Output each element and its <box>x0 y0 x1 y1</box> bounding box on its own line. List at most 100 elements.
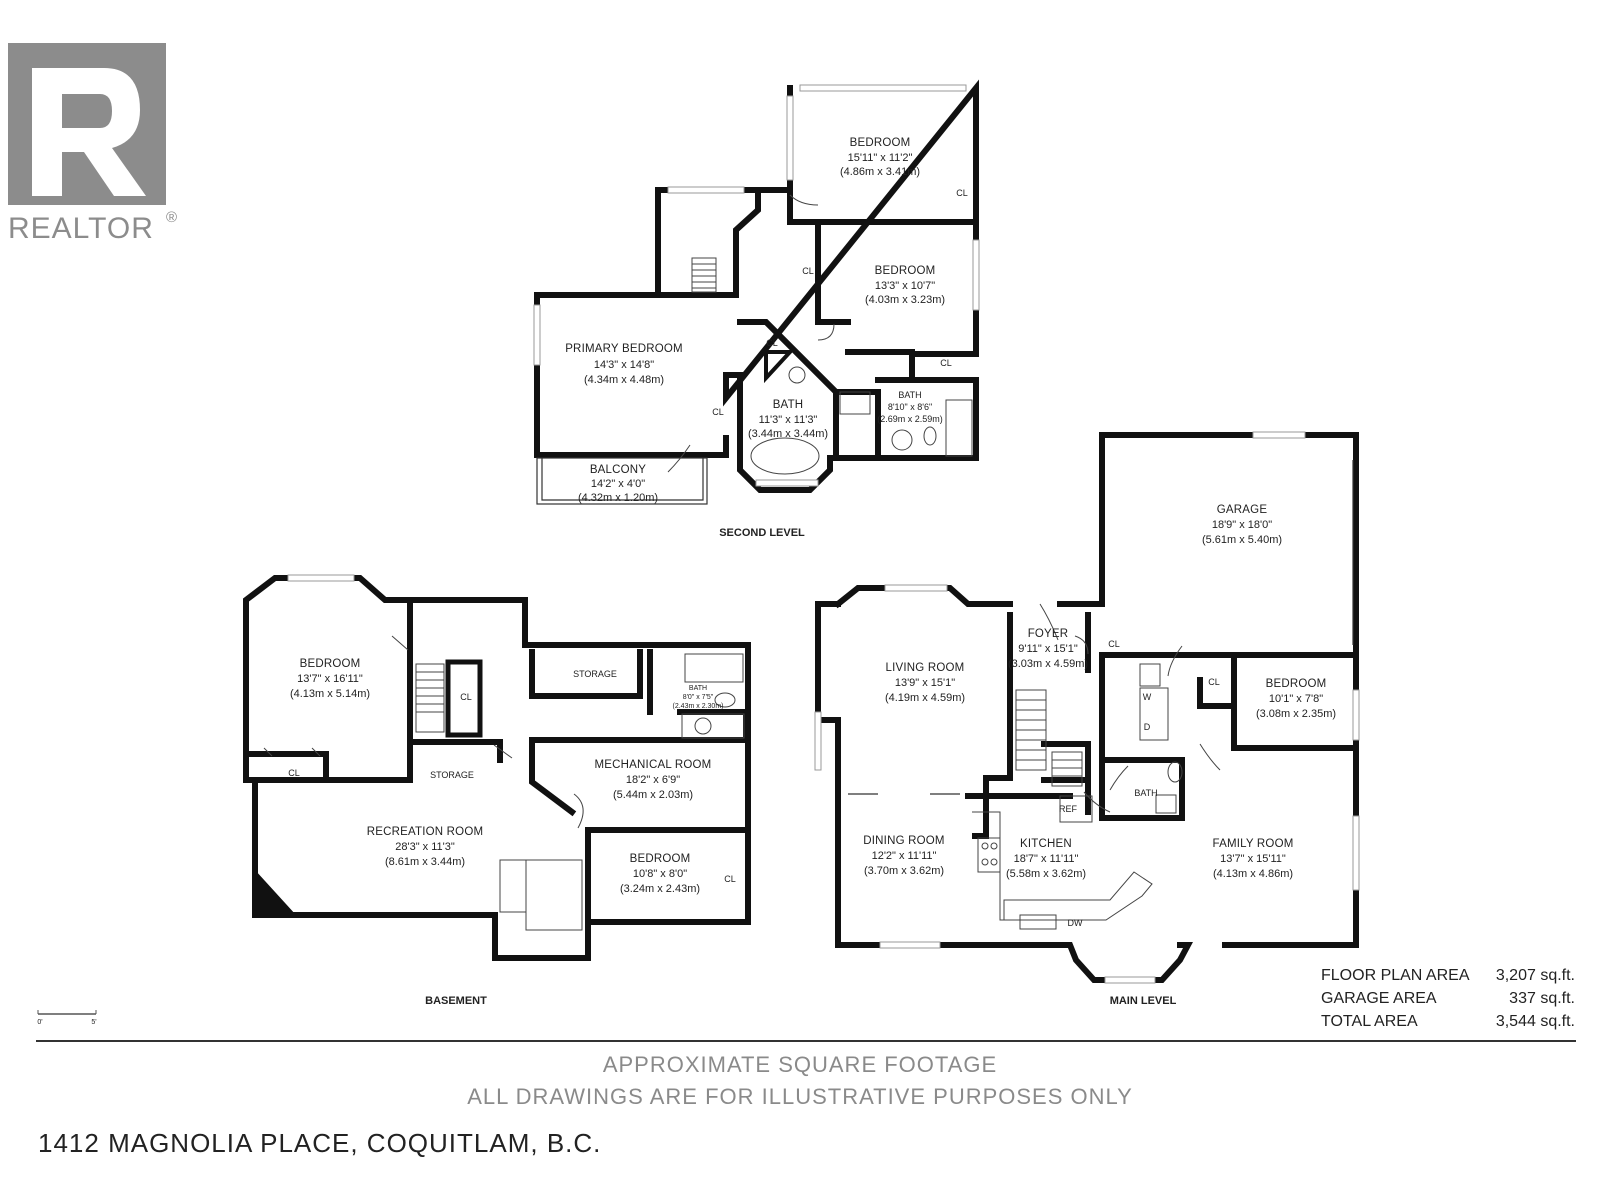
realtor-logo: REALTOR ® <box>8 43 177 245</box>
area-label: FLOOR PLAN AREA <box>1321 967 1470 984</box>
second-level-labels: BEDROOM 15'11" x 11'2" (4.86m x 3.41m) B… <box>565 137 968 539</box>
scale-bar: 0' 5' <box>37 1010 97 1026</box>
room-dims-metric: (2.43m x 2.30m) <box>673 703 724 710</box>
room-dims: 15'11" x 11'2" <box>848 152 913 164</box>
second-level-plan <box>533 79 980 505</box>
closet-label: CL <box>1108 639 1120 649</box>
room-name: PRIMARY BEDROOM <box>565 343 683 355</box>
room-dims-metric: (3.24m x 2.43m) <box>620 883 700 895</box>
room-dims: 28'3" x 11'3" <box>395 841 455 853</box>
room-name: BEDROOM <box>875 265 936 277</box>
room-dims: 13'9" x 15'1" <box>895 677 955 689</box>
room-dims: 13'7" x 15'11" <box>1220 853 1286 865</box>
room-dims-metric: (2.69m x 2.59m) <box>877 414 943 424</box>
area-value: 3,207 sq.ft. <box>1495 967 1575 984</box>
basement-labels: BEDROOM 13'7" x 16'11" (4.13m x 5.14m) S… <box>288 658 736 1007</box>
room-dims-metric: (5.58m x 3.62m) <box>1006 868 1086 880</box>
room-name: RECREATION ROOM <box>367 826 484 838</box>
room-dims: 8'0" x 7'5" <box>683 694 714 701</box>
room-name: BEDROOM <box>630 853 691 865</box>
room-dims: 9'11" x 15'1" <box>1018 643 1078 655</box>
room-dims-metric: (3.44m x 3.44m) <box>748 428 828 440</box>
area-label: GARAGE AREA <box>1321 990 1437 1007</box>
room-dims: 10'8" x 8'0" <box>633 868 687 880</box>
room-dims-metric: (8.61m x 3.44m) <box>385 856 465 868</box>
room-name: BATH <box>689 685 707 692</box>
room-dims: 18'7" x 11'11" <box>1014 853 1079 865</box>
room-name: BEDROOM <box>850 137 911 149</box>
room-dims-metric: (4.19m x 4.59m) <box>885 692 965 704</box>
washer-label: W <box>1143 692 1152 702</box>
room-dims-metric: (4.34m x 4.48m) <box>584 374 664 386</box>
room-name: KITCHEN <box>1020 838 1072 850</box>
room-dims: 13'3" x 10'7" <box>875 280 935 292</box>
room-dims: 18'9" x 18'0" <box>1212 519 1272 531</box>
room-dims-metric: (4.13m x 4.86m) <box>1213 868 1293 880</box>
divider-line <box>36 1040 1576 1042</box>
level-title-basement: BASEMENT <box>425 995 487 1007</box>
room-name: BEDROOM <box>300 658 361 670</box>
room-dims-metric: (4.32m x 1.20m) <box>578 492 658 504</box>
closet-label: CL <box>802 266 814 276</box>
area-row-garage: GARAGE AREA 337 sq.ft. <box>1321 987 1575 1010</box>
room-dims: 13'7" x 16'11" <box>297 673 363 685</box>
room-name: BALCONY <box>590 464 646 476</box>
property-address: 1412 MAGNOLIA PLACE, COQUITLAM, B.C. <box>38 1128 602 1158</box>
room-dims: 11'3" x 11'3" <box>759 414 818 426</box>
level-title-second: SECOND LEVEL <box>719 527 805 539</box>
scale-end-label: 5' <box>91 1019 96 1026</box>
room-name: GARAGE <box>1217 504 1268 516</box>
realtor-wordmark: REALTOR <box>8 212 154 245</box>
main-level-plan <box>814 431 1360 984</box>
room-dims-metric: (3.03m x 4.59m) <box>1008 658 1088 670</box>
room-dims: 18'2" x 6'9" <box>626 774 680 786</box>
closet-label: CL <box>288 768 300 778</box>
registered-mark: ® <box>166 209 177 226</box>
note-approximate: APPROXIMATE SQUARE FOOTAGE <box>602 1052 998 1077</box>
level-title-main: MAIN LEVEL <box>1110 995 1177 1007</box>
room-dims-metric: (4.03m x 3.23m) <box>865 294 945 306</box>
room-name: STORAGE <box>573 669 617 679</box>
area-value: 337 sq.ft. <box>1509 990 1575 1007</box>
room-dims-metric: (3.70m x 3.62m) <box>864 865 944 877</box>
room-dims: 12'2" x 11'11" <box>872 850 937 862</box>
room-name: FAMILY ROOM <box>1212 838 1293 850</box>
room-name: BATH <box>1134 788 1157 798</box>
basement-plan <box>243 574 751 961</box>
closet-label: CL <box>956 188 968 198</box>
closet-label: CL <box>460 692 472 702</box>
closet-label: CL <box>712 407 724 417</box>
room-dims-metric: (4.13m x 5.14m) <box>290 688 370 700</box>
room-name: FOYER <box>1028 628 1069 640</box>
scale-start-label: 0' <box>37 1019 42 1026</box>
room-name: STORAGE <box>430 770 474 780</box>
room-dims: 10'1" x 7'8" <box>1269 693 1323 705</box>
closet-label: CL <box>766 338 778 348</box>
fridge-label: REF <box>1059 804 1078 814</box>
area-row-floor-plan: FLOOR PLAN AREA 3,207 sq.ft. <box>1321 964 1575 987</box>
room-name: BEDROOM <box>1266 678 1327 690</box>
room-dims: 14'2" x 4'0" <box>591 478 645 490</box>
room-dims-metric: (3.08m x 2.35m) <box>1256 708 1336 720</box>
room-name: MECHANICAL ROOM <box>595 759 712 771</box>
room-dims-metric: (5.61m x 5.40m) <box>1202 534 1282 546</box>
room-dims-metric: (5.44m x 2.03m) <box>613 789 693 801</box>
room-dims-metric: (4.86m x 3.41m) <box>840 166 920 178</box>
closet-label: CL <box>724 874 736 884</box>
area-summary-table: FLOOR PLAN AREA 3,207 sq.ft. GARAGE AREA… <box>1321 964 1575 1033</box>
closet-label: CL <box>940 358 952 368</box>
closet-label: CL <box>1208 677 1220 687</box>
area-row-total: TOTAL AREA 3,544 sq.ft. <box>1321 1010 1575 1033</box>
dishwasher-label: DW <box>1068 918 1083 928</box>
main-level-labels: GARAGE 18'9" x 18'0" (5.61m x 5.40m) FOY… <box>863 504 1336 1007</box>
room-name: LIVING ROOM <box>886 662 965 674</box>
dryer-label: D <box>1144 722 1151 732</box>
floor-plan-drawing: REALTOR ® <box>8 43 1360 1026</box>
area-value: 3,544 sq.ft. <box>1495 1013 1575 1030</box>
room-name: BATH <box>898 390 921 400</box>
room-name: BATH <box>773 399 804 411</box>
area-label: TOTAL AREA <box>1321 1013 1418 1030</box>
room-name: DINING ROOM <box>863 835 944 847</box>
room-dims: 14'3" x 14'8" <box>594 359 654 371</box>
room-dims: 8'10" x 8'6" <box>888 402 932 412</box>
